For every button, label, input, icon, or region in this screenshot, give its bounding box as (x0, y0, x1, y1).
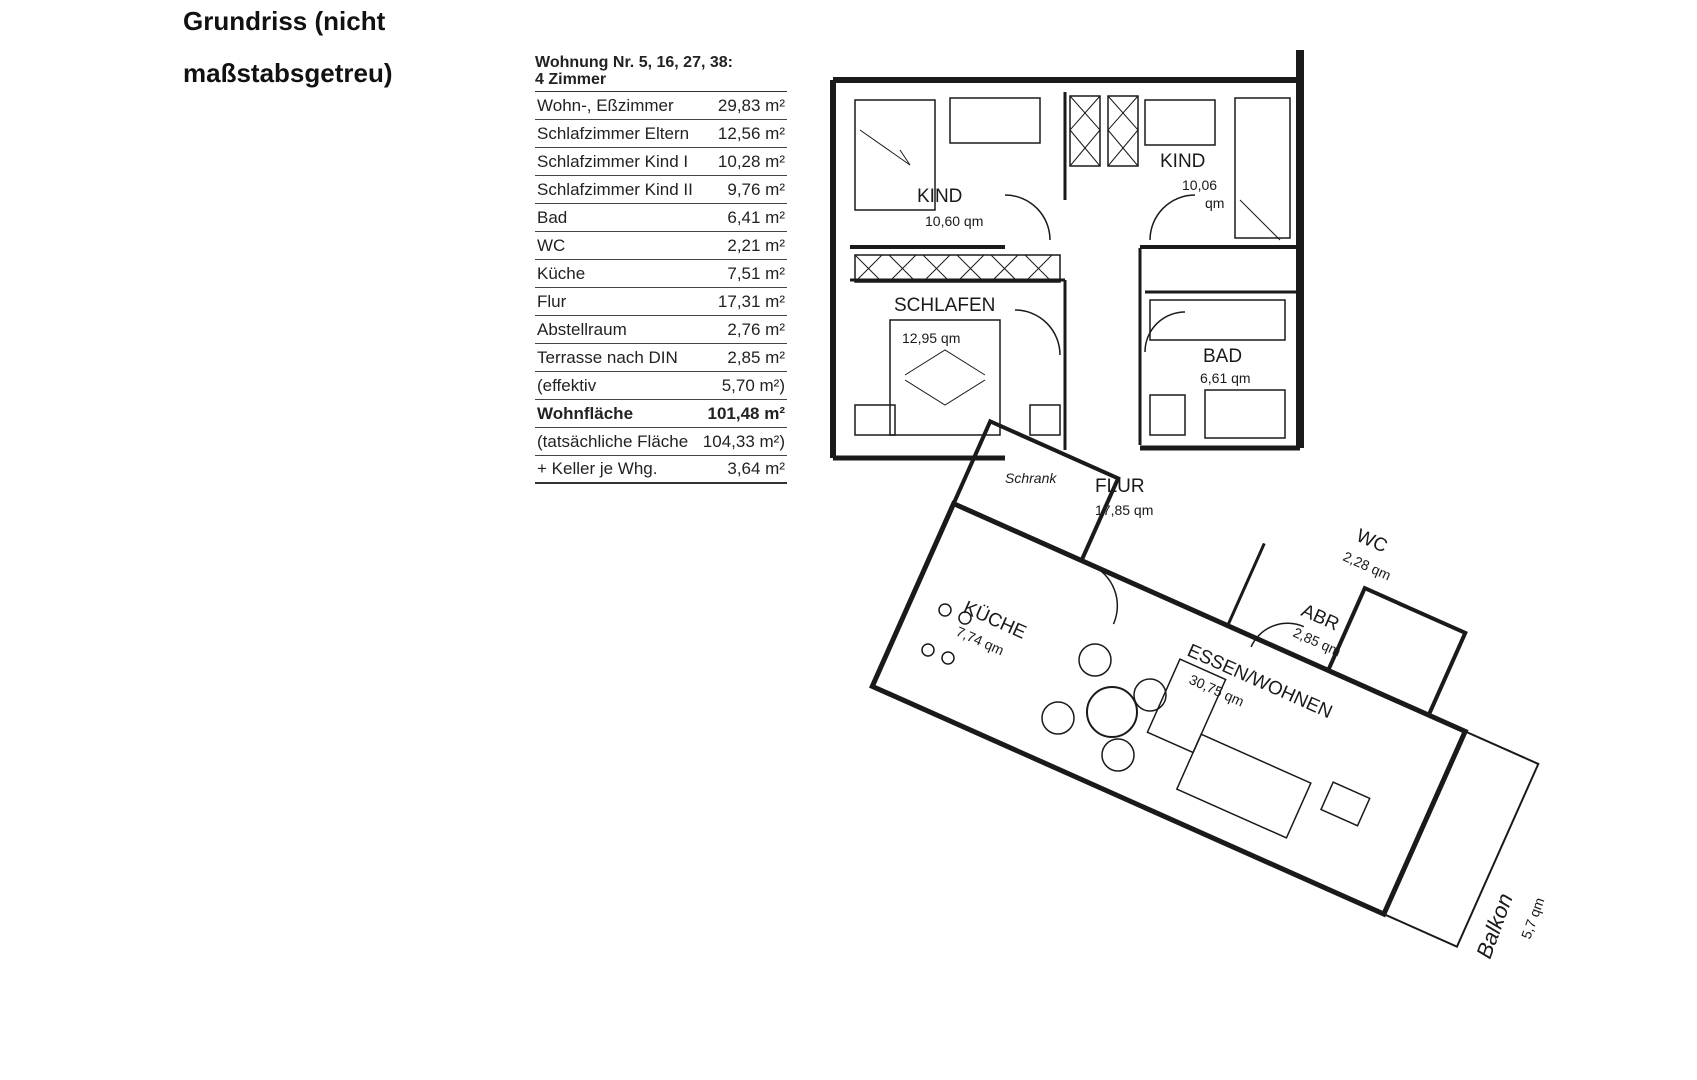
area-table-value: 3,64 m² (727, 459, 785, 478)
room-kind1-name: KIND (917, 186, 962, 207)
area-table-label: Bad (537, 208, 568, 227)
room-kind1-area: 10,60 qm (925, 213, 983, 229)
area-table-row: Schlafzimmer Kind II 9,76 m² (535, 176, 787, 204)
room-schlafen-area: 12,95 qm (902, 330, 960, 346)
area-table-row: Wohn-, Eßzimmer 29,83 m² (535, 92, 787, 120)
area-table-label: Flur (537, 292, 567, 311)
area-table-row: Abstellraum 2,76 m² (535, 316, 787, 344)
area-table-value: 2,21 m² (727, 236, 785, 255)
area-table-label: Küche (537, 264, 586, 283)
area-table-label: Schlafzimmer Kind II (537, 180, 693, 199)
area-table-value: 29,83 m² (717, 96, 785, 115)
area-table-row: Wohnfläche 101,48 m² (535, 400, 787, 428)
area-table-row: Flur 17,31 m² (535, 288, 787, 316)
area-table-value: 9,76 m² (727, 180, 785, 199)
area-table-value: 7,51 m² (727, 264, 785, 283)
page-title-line2: maßstabsgetreu) (183, 58, 393, 88)
area-table-value: 104,33 m²) (702, 432, 785, 451)
room-flur-name: FLUR (1095, 476, 1145, 497)
area-table-row: Schlafzimmer Kind I 10,28 m² (535, 148, 787, 176)
area-table-row: Küche 7,51 m² (535, 260, 787, 288)
page-title-line1: Grundriss (nicht (183, 6, 386, 36)
area-table: Wohnung Nr. 5, 16, 27, 38: 4 Zimmer Wohn… (535, 54, 787, 484)
area-table-value: 2,76 m² (727, 320, 785, 339)
area-table-value: 5,70 m²) (721, 376, 785, 395)
room-kind2-name: KIND (1160, 151, 1205, 172)
area-table-row: + Keller je Whg. 3,64 m² (535, 456, 787, 484)
area-table-label: WC (537, 236, 566, 255)
room-flur-area: 17,85 qm (1095, 502, 1153, 518)
area-table-value: 12,56 m² (717, 124, 785, 143)
area-table-heading: Wohnung Nr. 5, 16, 27, 38: 4 Zimmer (535, 54, 787, 92)
area-table-row: Terrasse nach DIN 2,85 m² (535, 344, 787, 372)
area-table-value: 10,28 m² (717, 152, 785, 171)
area-table-row: (effektiv 5,70 m²) (535, 372, 787, 400)
area-table-label: Schlafzimmer Eltern (537, 124, 690, 143)
area-table-row: Bad 6,41 m² (535, 204, 787, 232)
room-kind2-area-a: 10,06 (1182, 177, 1217, 193)
area-table-label: (tatsächliche Fläche (537, 432, 689, 451)
room-bad-area: 6,61 qm (1200, 370, 1251, 386)
area-table-label: Abstellraum (537, 320, 627, 339)
apartment-numbers: Wohnung Nr. 5, 16, 27, 38: (535, 54, 733, 71)
area-table-value: 101,48 m² (707, 404, 786, 423)
area-table-label: Schlafzimmer Kind I (537, 152, 689, 171)
area-table-label: Wohnfläche (537, 404, 634, 423)
area-table-row: WC 2,21 m² (535, 232, 787, 260)
area-table-value: 17,31 m² (717, 292, 785, 311)
room-kind2-area-b: qm (1205, 195, 1224, 211)
area-table-row: (tatsächliche Fläche 104,33 m²) (535, 428, 787, 456)
room-balkon-area: 5,7 qm (1518, 895, 1548, 941)
room-count: 4 Zimmer (535, 71, 607, 88)
area-table-row: Schlafzimmer Eltern 12,56 m² (535, 120, 787, 148)
room-wc-area: 2,28 qm (1341, 548, 1394, 583)
area-table-label: Wohn-, Eßzimmer (537, 96, 674, 115)
room-bad-name: BAD (1203, 346, 1242, 367)
room-schlafen-name: SCHLAFEN (894, 295, 995, 316)
area-table-label: + Keller je Whg. (537, 459, 658, 478)
area-table-value: 6,41 m² (727, 208, 785, 227)
area-table-label: Terrasse nach DIN (537, 348, 678, 367)
schrank-label: Schrank (1005, 470, 1057, 486)
area-table-value: 2,85 m² (727, 348, 785, 367)
area-table-label: (effektiv (537, 376, 597, 395)
